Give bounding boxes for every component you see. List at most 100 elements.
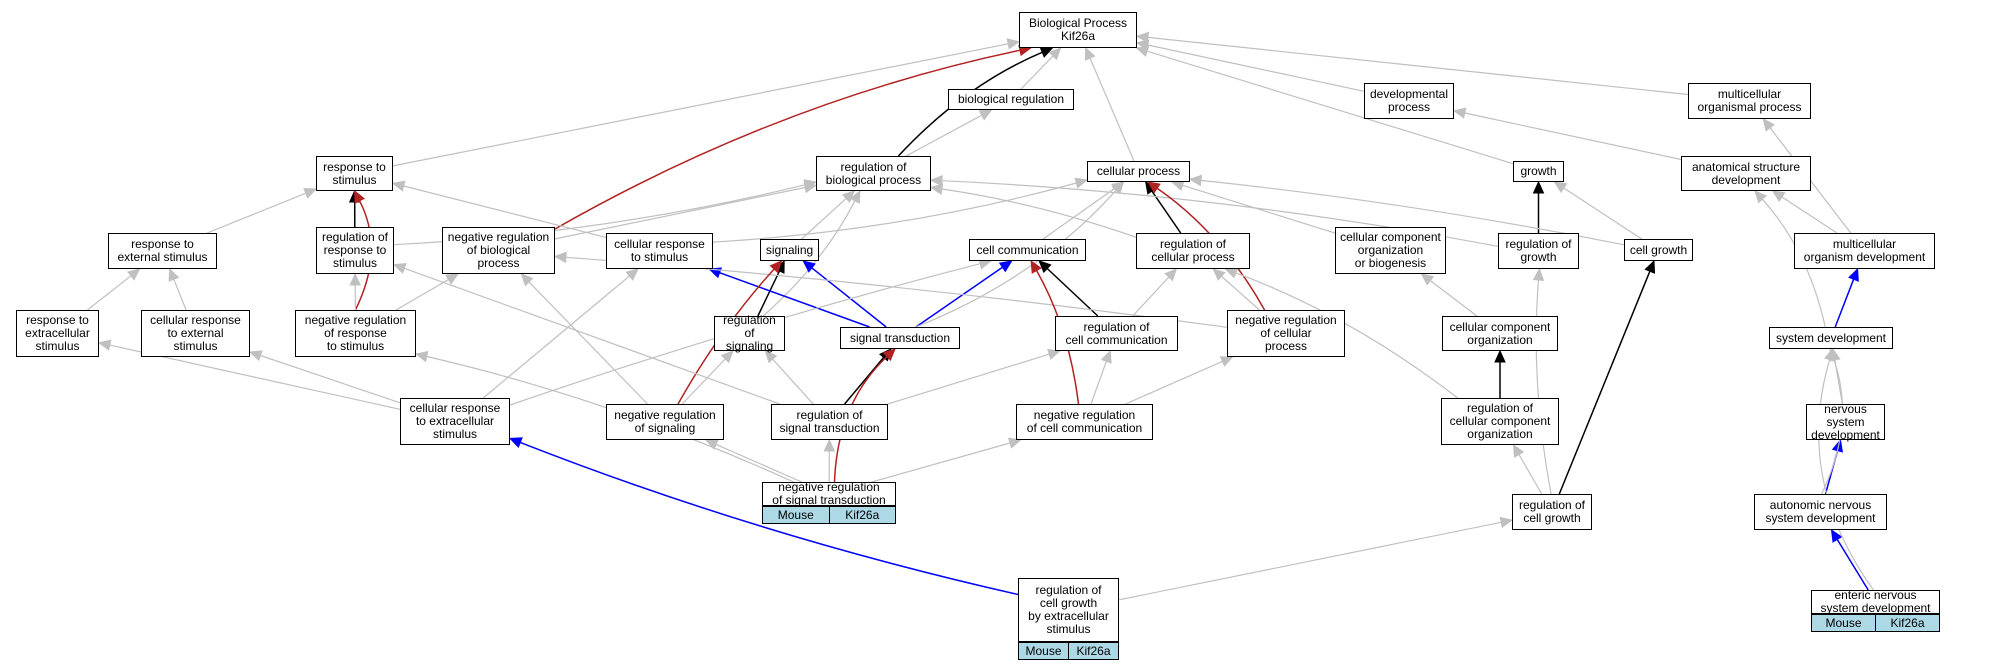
edge-is-a: [1818, 359, 1874, 591]
edge-part-of: [1151, 190, 1182, 234]
node-label-line: Biological Process: [1028, 16, 1128, 30]
node-label-line: or biogenesis: [1354, 256, 1427, 270]
node-sys-dev[interactable]: system development: [1769, 327, 1893, 349]
node-label: cell growth: [1630, 243, 1687, 257]
node-label: signaling: [766, 243, 813, 257]
arrowhead-icon: [1762, 118, 1775, 132]
annotation-gene: Kif26a: [828, 507, 896, 523]
edge-is-a: [403, 185, 607, 238]
node-label-line: cellular response: [409, 401, 501, 415]
edge-is-a: [871, 442, 1011, 483]
node-label-line: response to: [323, 243, 387, 257]
node-label-line: Kif26a: [1060, 29, 1095, 43]
edge-is-a: [1535, 279, 1552, 495]
node-sig-trans[interactable]: signal transduction: [840, 327, 960, 349]
edge-is-a: [554, 186, 806, 240]
arrowhead-icon: [1006, 38, 1021, 50]
arrowhead-icon: [1164, 268, 1178, 282]
node-label-line: response to: [26, 313, 89, 327]
node-label-line: regulation of: [1159, 237, 1227, 251]
node-growth[interactable]: growth: [1513, 161, 1564, 182]
arrowhead-icon: [508, 437, 523, 449]
node-label-line: cellular process: [1151, 250, 1235, 264]
node-label-line: of response: [324, 326, 387, 340]
node-label: growth: [1520, 165, 1556, 178]
node-bioreg[interactable]: biological regulation: [948, 89, 1074, 110]
arrowhead-icon: [1135, 45, 1150, 57]
arrowhead-icon: [127, 268, 141, 281]
node-label-line: enteric nervous: [1834, 588, 1917, 602]
node-label-line: biological process: [825, 172, 922, 187]
node-label-line: multicellular: [1717, 87, 1782, 101]
node-label-line: growth: [1520, 164, 1557, 178]
annotation-species: Mouse: [777, 508, 814, 522]
node-label-line: regulation of: [1518, 498, 1586, 512]
node-label-line: to stimulus: [630, 250, 689, 264]
edge-regulates: [915, 266, 1003, 328]
node-cell-growth[interactable]: cell growth: [1624, 239, 1693, 261]
node-cell-comm[interactable]: cell communication: [969, 239, 1086, 261]
arrowhead-icon: [802, 260, 816, 273]
arrowhead-icon: [803, 181, 818, 194]
node-label-line: regulation of: [1083, 319, 1150, 334]
node-label-line: of biological: [466, 243, 531, 257]
node-label-line: negative regulation: [447, 230, 550, 244]
arrowhead-icon: [1008, 437, 1022, 449]
node-cell-proc[interactable]: cellular process: [1087, 161, 1190, 182]
edge-is-a: [1429, 280, 1478, 317]
node-label-line: growth: [1520, 250, 1557, 264]
edge-is-a: [1132, 276, 1170, 317]
arrowhead-icon: [1771, 190, 1786, 203]
node-signaling[interactable]: signaling: [760, 239, 819, 261]
arrowhead-icon: [1084, 46, 1096, 61]
node-label-line: stimulus: [332, 172, 377, 187]
edge-is-a: [905, 114, 983, 157]
arrowhead-icon: [998, 260, 1013, 273]
node-label-line: multicellular: [1832, 237, 1897, 251]
node-label-line: external stimulus: [117, 250, 208, 264]
annotation-neg-st: Mouse Kif26a: [762, 506, 896, 524]
arrowhead-icon: [1494, 349, 1506, 363]
